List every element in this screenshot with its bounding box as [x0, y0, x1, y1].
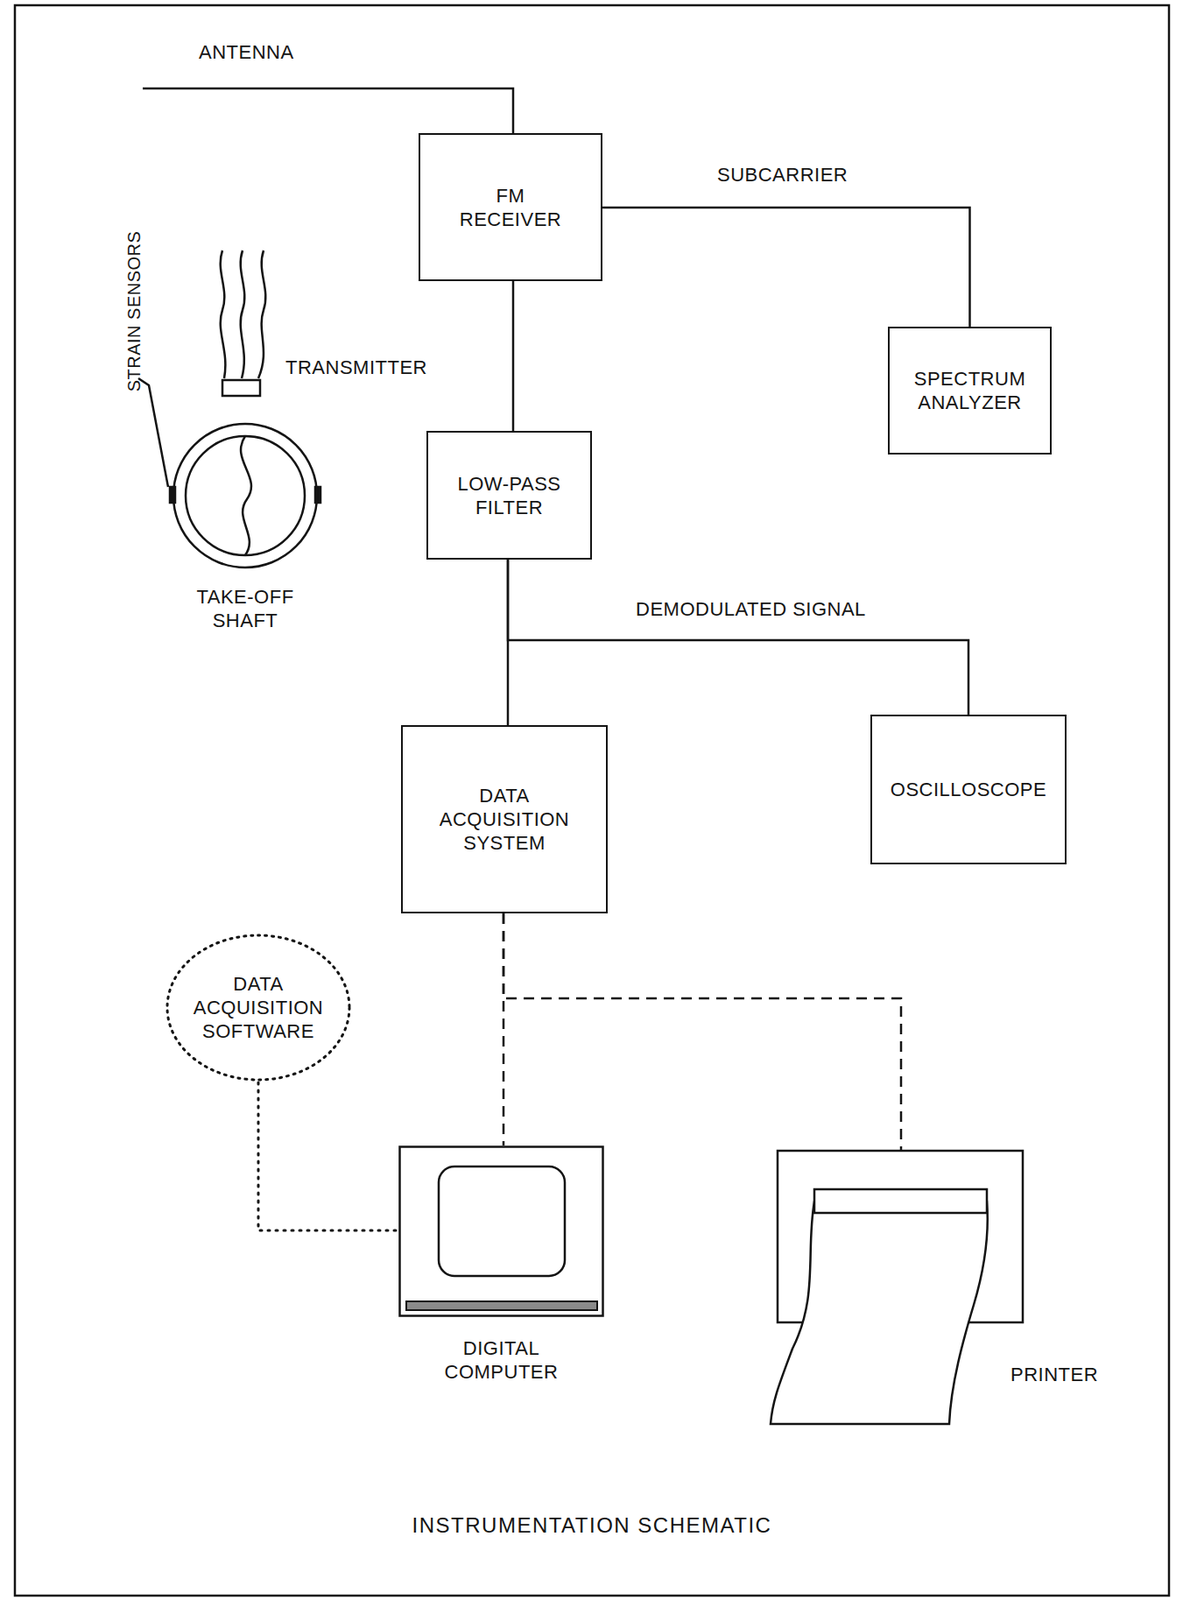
signal-label: DEMODULATED SIGNAL: [633, 597, 869, 621]
acquisition-box: DATA ACQUISITION SYSTEM: [401, 725, 608, 914]
transmitter-label: TRANSMITTER: [285, 355, 428, 380]
node-text: DATA ACQUISITION SOFTWARE: [192, 971, 324, 1043]
connector-line: [507, 559, 969, 715]
node-text: FM RECEIVER: [453, 183, 568, 232]
sensor-label: STRAIN SENSORS: [123, 230, 148, 392]
connector-line: [512, 281, 515, 431]
ellipse-shape: [167, 935, 350, 1080]
node-text: SPECTRUM ANALYZER: [904, 366, 1036, 415]
node-text: DIGITAL COMPUTER: [436, 1336, 568, 1384]
analyzer-box: SPECTRUM ANALYZER: [887, 326, 1052, 455]
filter-box: LOW-PASS FILTER: [426, 430, 592, 560]
connector-line: [503, 913, 902, 1151]
printer-illustration: [770, 1150, 1023, 1424]
printer-node: PRINTER: [777, 1150, 1023, 1323]
shaft-label: TAKE-OFF SHAFT: [188, 584, 303, 633]
oscilloscope-box: OSCILLOSCOPE: [870, 714, 1067, 865]
connector-line: [602, 207, 971, 327]
node-text: DATA ACQUISITION SYSTEM: [428, 783, 582, 855]
monitor-screen: [438, 1166, 565, 1276]
monitor-case: [400, 1147, 604, 1317]
connector-line: [258, 1082, 399, 1231]
take-off-shaft: [138, 250, 321, 568]
page-frame: [14, 5, 1169, 1596]
node-text: OSCILLOSCOPE: [880, 777, 1057, 802]
connector-line: [502, 913, 506, 1146]
computer-node: DIGITAL COMPUTER: [398, 1145, 605, 1317]
node-text: PRINTER: [1010, 1362, 1099, 1387]
antenna-wire: [142, 88, 514, 134]
computer-symbol: [398, 1145, 605, 1317]
antenna-label: ANTENNA: [198, 40, 295, 64]
signal-label: SUBCARRIER: [714, 162, 851, 187]
receiver-box: FM RECEIVER: [418, 133, 603, 282]
node-text: LOW-PASS FILTER: [452, 471, 567, 520]
keyboard-bar: [406, 1301, 598, 1310]
diagram-caption: INSTRUMENTATION SCHEMATIC: [412, 1513, 773, 1537]
software-ellipse: DATA ACQUISITION SOFTWARE: [164, 932, 353, 1083]
